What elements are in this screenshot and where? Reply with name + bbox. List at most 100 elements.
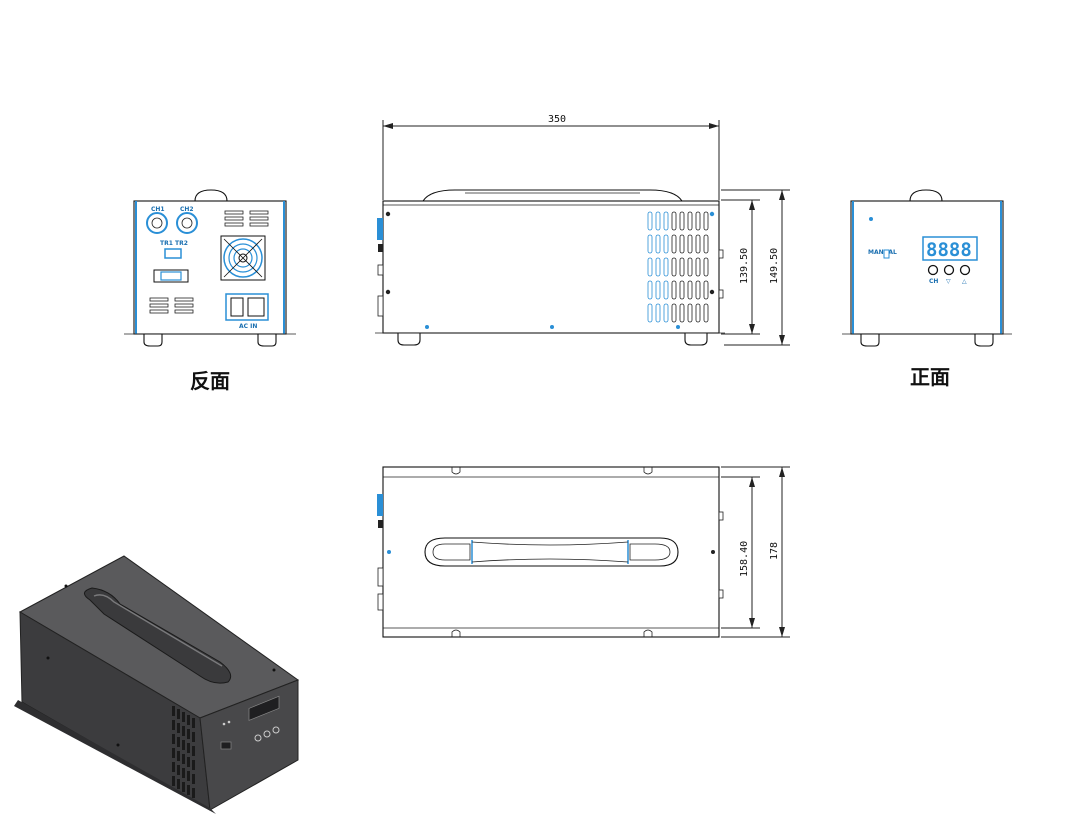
iso-vent-slot (187, 715, 190, 725)
iso-vent-slot (187, 771, 190, 781)
button-ch (927, 264, 939, 276)
vent-slot (647, 303, 653, 323)
vent-slot (663, 257, 669, 277)
mode-label: MANUAL (868, 249, 897, 256)
iso-vent-slot (187, 729, 190, 739)
iso-led-display (248, 695, 280, 721)
iso-vent-slot (187, 785, 190, 795)
vent-slot (671, 257, 677, 277)
vent-slot (703, 257, 709, 277)
vent-slot (687, 257, 693, 277)
vent-slot (671, 211, 677, 231)
iso-vent-slot (192, 774, 195, 784)
vent-slot (695, 234, 701, 254)
handle-3d (84, 587, 232, 684)
vent-slot (655, 257, 661, 277)
iso-vent-slot (192, 788, 195, 798)
vent-slot (663, 280, 669, 300)
iso-vent-slot (172, 762, 175, 772)
vent-slot (647, 211, 653, 231)
iso-vent-slot (187, 743, 190, 753)
vent-slot (663, 303, 669, 323)
vent-slot (663, 234, 669, 254)
vent-slot (671, 280, 677, 300)
vent-slot (655, 211, 661, 231)
iso-vent-slot (172, 748, 175, 758)
dim-depth-total: 178 (769, 542, 780, 560)
power-switch (230, 297, 244, 317)
vent-slot (679, 303, 685, 323)
iso-vent-slot (172, 734, 175, 744)
iso-vent-slot (182, 768, 185, 778)
vent-slot (695, 257, 701, 277)
iso-vent-slot (177, 751, 180, 761)
vent-slot (679, 211, 685, 231)
rear-view-label: 反面 (190, 369, 230, 393)
side-view: 350 139.50 (375, 114, 790, 346)
rear-view: CH1 CH2 TR1 TR2 (124, 189, 296, 347)
vent-slot (679, 234, 685, 254)
iso-vent-slot (182, 740, 185, 750)
vent-slot (655, 234, 661, 254)
dim-length: 350 (548, 114, 566, 125)
vent-slot (647, 280, 653, 300)
serial-port (160, 271, 182, 281)
vent-slot (695, 280, 701, 300)
vent-slot (663, 211, 669, 231)
vent-slot (647, 234, 653, 254)
handle-top-view (424, 537, 679, 567)
ac-inlet (247, 297, 265, 317)
vent-slot (671, 234, 677, 254)
ch2-connector (176, 212, 198, 234)
button-up (959, 264, 971, 276)
iso-vent-slot (192, 732, 195, 742)
top-view: 158.40 178 (377, 466, 790, 638)
vent-slot (679, 280, 685, 300)
ch1-label: CH1 (151, 206, 165, 213)
iso-vent-slots (172, 706, 195, 798)
ac-in-label: AC IN (239, 323, 257, 330)
button-down (943, 264, 955, 276)
vent-slot (695, 211, 701, 231)
vent-slot (703, 280, 709, 300)
vent-slot (703, 234, 709, 254)
front-view: MANUAL 8888 CH ▽ △ (842, 189, 1012, 347)
vent-slot (703, 211, 709, 231)
trig-label: TR1 TR2 (160, 240, 188, 247)
vent-slot (671, 303, 677, 323)
iso-vent-slot (177, 737, 180, 747)
iso-vent-slot (177, 765, 180, 775)
vent-slot (687, 280, 693, 300)
iso-vent-slot (182, 782, 185, 792)
iso-vent-slot (177, 723, 180, 733)
vent-slot (647, 257, 653, 277)
vent-slot (695, 303, 701, 323)
vent-slot (679, 257, 685, 277)
iso-vent-slot (177, 779, 180, 789)
iso-vent-slot (192, 760, 195, 770)
button-down-label: ▽ (946, 278, 951, 285)
vent-slot (687, 234, 693, 254)
iso-vent-slot (192, 746, 195, 756)
iso-vent-slot (187, 757, 190, 767)
iso-vent-slot (182, 712, 185, 722)
vent-slot (687, 303, 693, 323)
fan-grille-icon (220, 235, 266, 281)
iso-vent-slot (182, 754, 185, 764)
iso-vent-slot (192, 718, 195, 728)
iso-vent-slot (182, 726, 185, 736)
vent-slot (655, 280, 661, 300)
side-vent-slots (647, 211, 709, 323)
dim-height-total: 149.50 (769, 248, 780, 284)
vent-slot (687, 211, 693, 231)
iso-vent-slot (172, 720, 175, 730)
button-up-label: △ (962, 278, 967, 285)
iso-vent-slot (177, 709, 180, 719)
front-view-label: 正面 (910, 365, 950, 389)
isometric-view (14, 555, 300, 814)
dim-depth-body: 158.40 (739, 541, 750, 577)
vent-slot (703, 303, 709, 323)
button-ch-label: CH (929, 278, 938, 285)
led-display (922, 236, 978, 261)
